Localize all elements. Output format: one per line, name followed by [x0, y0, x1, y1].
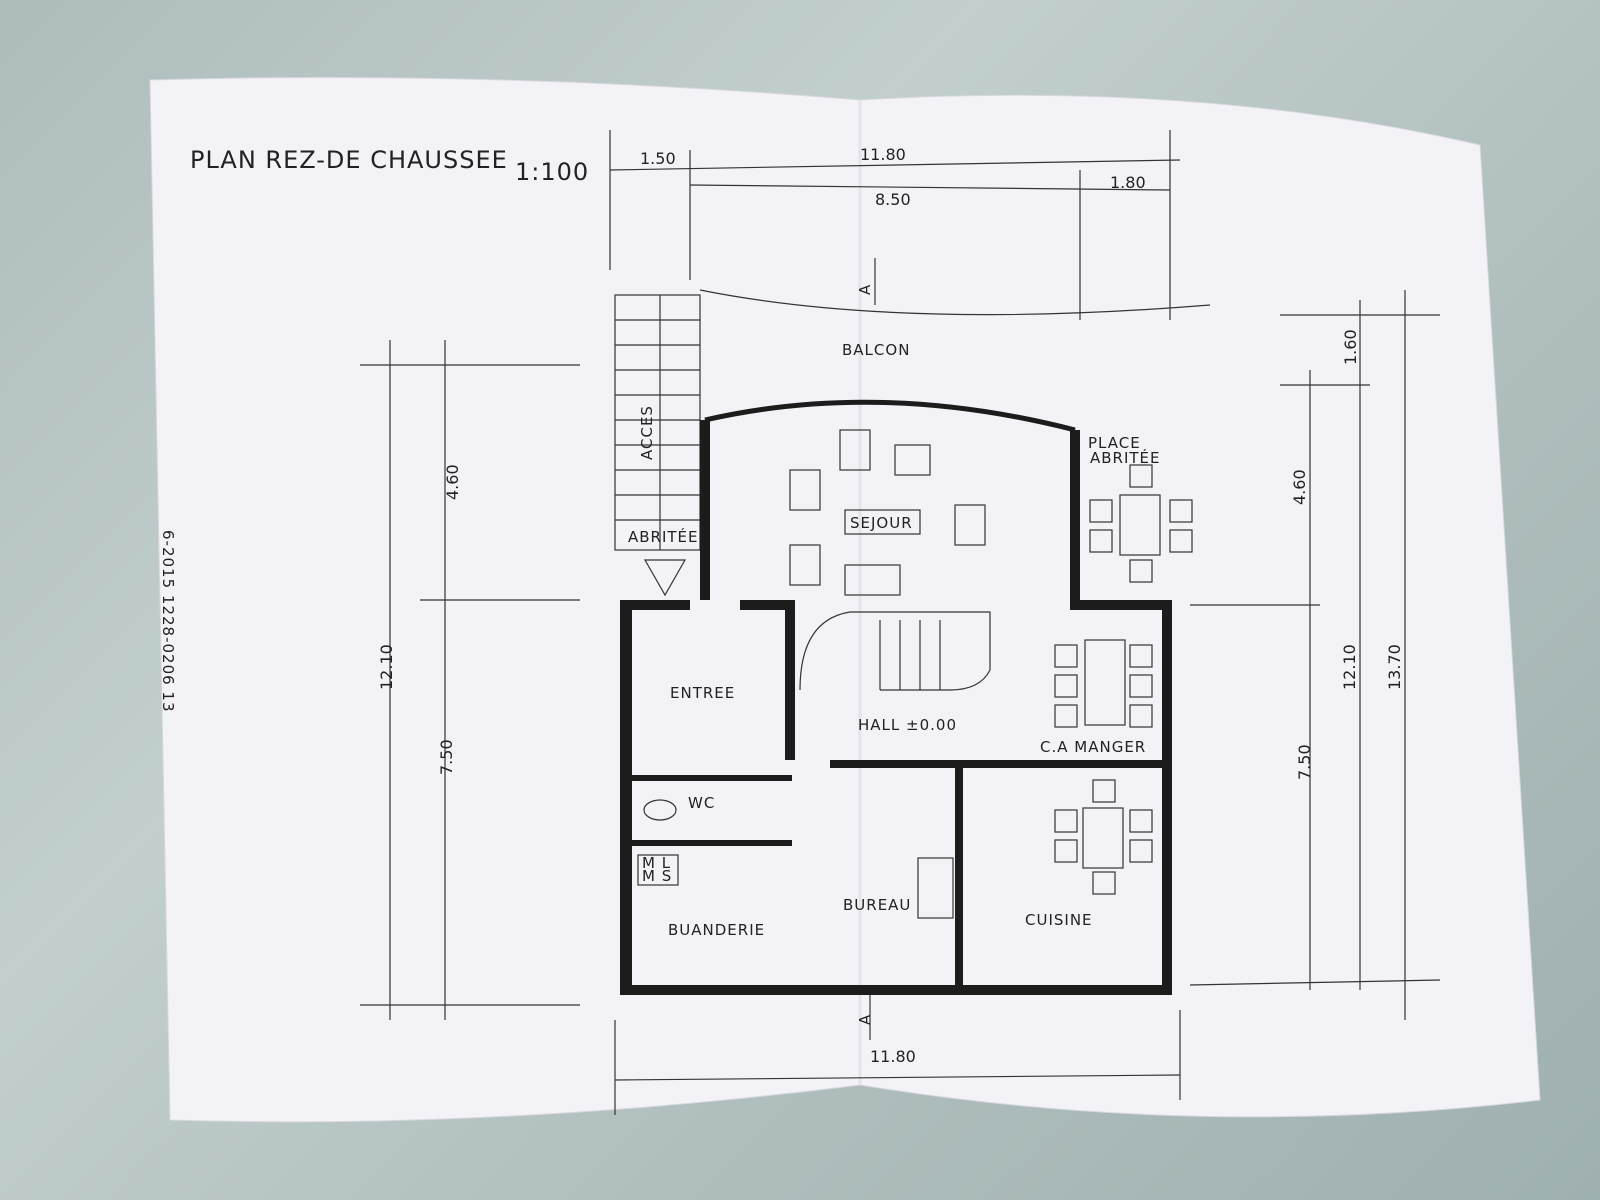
bottom-dimensions: 11.80 A	[614, 995, 1181, 1115]
room-label-sejour: SEJOUR	[850, 514, 913, 532]
dim-right-upper: 4.60	[1290, 469, 1309, 505]
section-mark-bottom-label: A	[856, 1014, 874, 1025]
kitchen-table	[1054, 779, 1153, 895]
dim-top-left: 1.50	[640, 149, 676, 168]
section-mark-top-label: A	[856, 284, 874, 295]
paper-sheet	[149, 77, 1541, 1123]
room-label-wc: WC	[688, 794, 715, 812]
room-label-place-2: ABRITÉE	[1090, 448, 1161, 467]
dim-right-top: 1.60	[1341, 329, 1360, 365]
dining-table	[1054, 639, 1153, 728]
right-dimensions: 1.60 4.60 7.50 12.10 13.70	[1189, 290, 1441, 1020]
room-label-entree: ENTREE	[670, 684, 735, 702]
room-label-acces: ACCES	[638, 405, 656, 460]
room-label-hall: HALL ±0.00	[858, 716, 957, 734]
dim-right-lower: 7.50	[1295, 744, 1314, 780]
reference-number: 6-2015 1228-0206 13	[159, 530, 177, 713]
terrace-table	[1089, 464, 1193, 583]
living-room-wall	[704, 399, 1076, 433]
label-ms: M S	[642, 867, 672, 885]
plan-scale: 1:100	[515, 158, 589, 186]
plan-title: PLAN REZ-DE CHAUSSEE	[190, 146, 508, 174]
top-dimensions: 1.50 11.80 8.50 1.80	[609, 130, 1181, 320]
room-label-sejour-box	[844, 509, 921, 535]
room-label-bureau: BUREAU	[843, 896, 911, 914]
dim-top-total: 11.80	[860, 145, 906, 164]
dim-top-right: 1.80	[1110, 173, 1146, 192]
dim-left-total: 12.10	[377, 644, 396, 690]
left-dimensions: 4.60 12.10 7.50	[360, 340, 580, 1020]
balcony-outline	[699, 289, 1211, 316]
toilet-icon	[643, 799, 677, 821]
room-label-ca-manger: C.A MANGER	[1040, 738, 1146, 756]
entry-arrow-icon	[643, 559, 687, 597]
room-label-cuisine: CUISINE	[1025, 911, 1093, 929]
room-label-buanderie: BUANDERIE	[668, 921, 765, 939]
living-furniture	[789, 429, 986, 596]
hall-staircase	[799, 611, 991, 691]
exterior-walls	[620, 420, 1172, 995]
ml-box	[637, 854, 679, 886]
dim-left-lower: 7.50	[437, 739, 456, 775]
dim-right-total-b: 13.70	[1385, 644, 1404, 690]
label-ml: M L	[642, 854, 671, 872]
room-label-abritee: ABRITÉE	[628, 527, 699, 546]
desk	[917, 857, 954, 919]
room-label-balcon: BALCON	[842, 341, 910, 359]
section-mark-top: A	[856, 258, 876, 305]
dim-bottom-total: 11.80	[870, 1047, 916, 1066]
dim-right-total-a: 12.10	[1340, 644, 1359, 690]
dim-top-mid: 8.50	[875, 190, 911, 209]
dim-left-upper: 4.60	[443, 464, 462, 500]
room-label-place-1: PLACE	[1088, 434, 1141, 452]
